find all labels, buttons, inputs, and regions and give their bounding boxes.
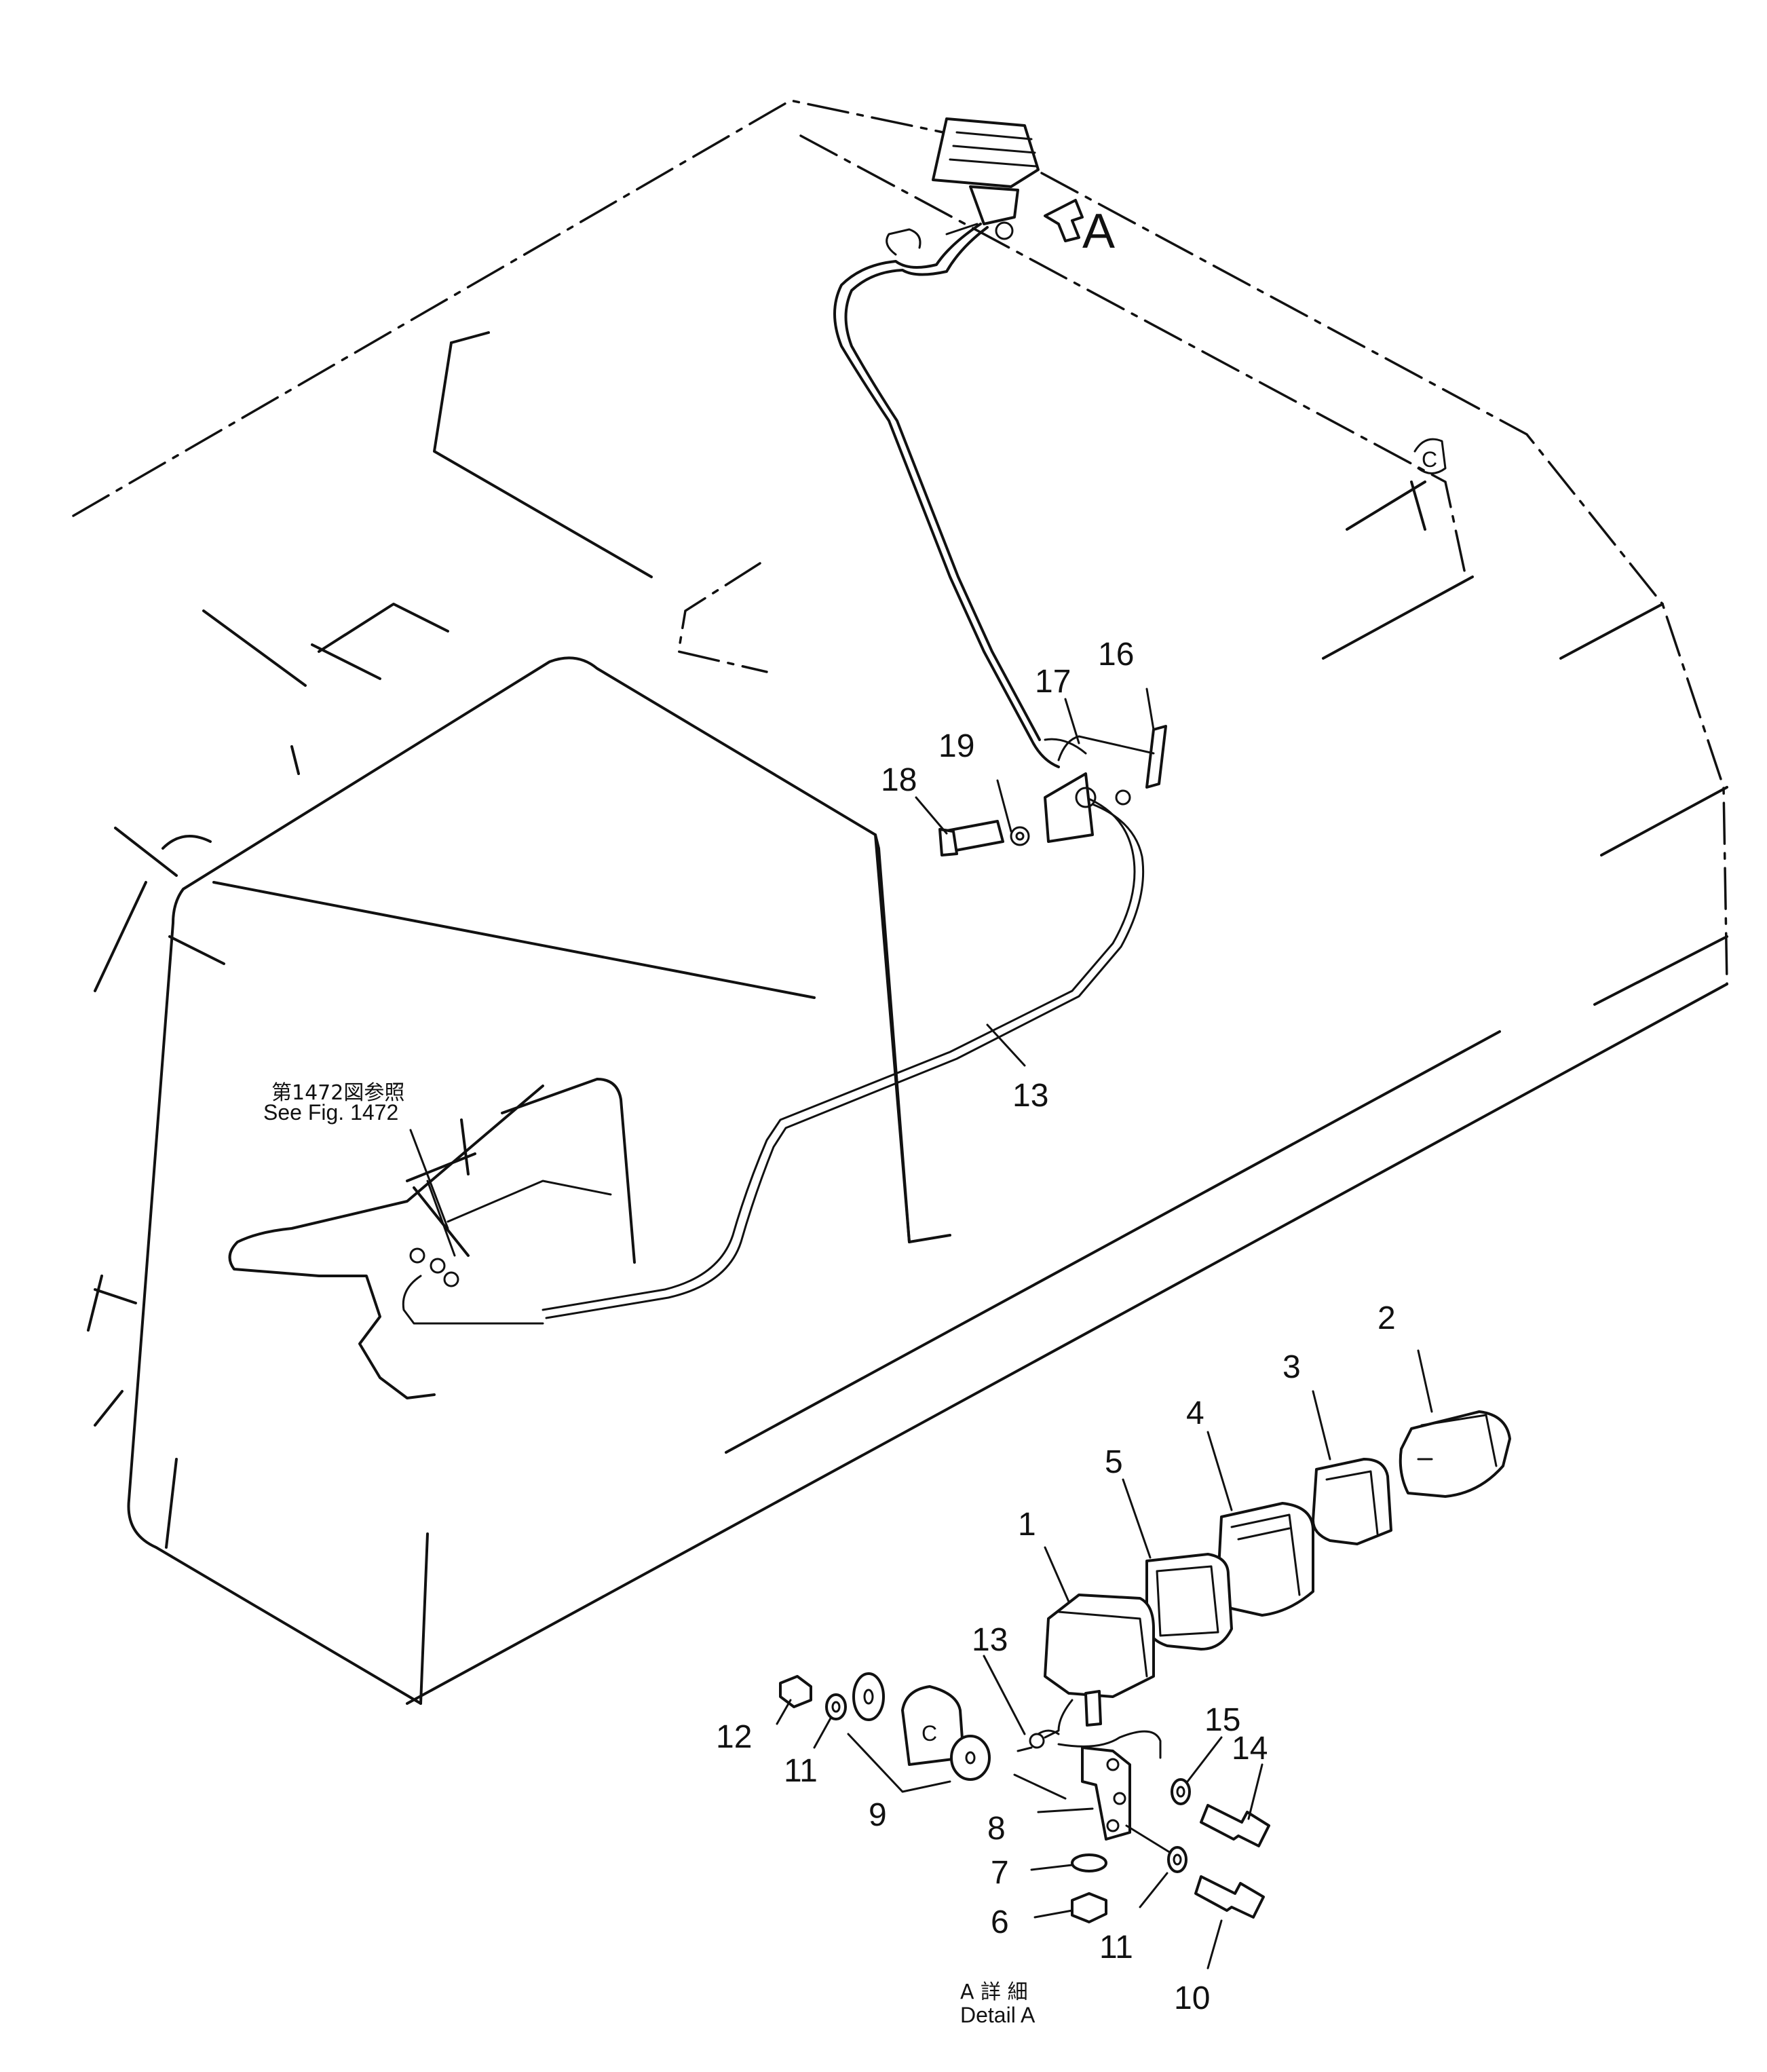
part-12-nut	[779, 1675, 812, 1708]
part-10-bolt	[1194, 1875, 1265, 1919]
installed-work-lamp: A	[932, 117, 1115, 259]
detail-caption-en: Detail A	[960, 2003, 1036, 2027]
label-part-13-detail: 13	[972, 1622, 1008, 1658]
part-2-cover	[1399, 1410, 1511, 1498]
part-14-bolt	[1200, 1804, 1270, 1847]
part-1-lamp-body	[1044, 1594, 1155, 1698]
label-part-8-left: 8	[987, 1811, 1006, 1847]
leader-lines	[409, 687, 1433, 1970]
detail-a-parts: C	[779, 1410, 1511, 1923]
reference-label-jp: 第1472図参照	[271, 1081, 404, 1105]
label-part-12: 12	[716, 1719, 752, 1755]
part-6-nut	[1071, 1892, 1107, 1923]
detail-caption: A 詳 細 Detail A	[960, 1980, 1036, 2027]
label-part-6: 6	[991, 1904, 1009, 1940]
machine-outline	[72, 99, 1728, 1705]
label-part-15: 15	[1204, 1702, 1240, 1738]
label-part-5: 5	[1105, 1444, 1123, 1480]
label-part-2: 2	[1378, 1300, 1396, 1336]
part-3-gasket	[1312, 1458, 1392, 1545]
label-part-9: 9	[869, 1797, 887, 1833]
label-part-18: 18	[881, 762, 917, 798]
label-part-13-harness: 13	[1012, 1078, 1048, 1114]
counterweight-mark-label: C	[1422, 447, 1437, 472]
harness-clamp-assembly	[938, 725, 1167, 856]
label-part-16: 16	[1098, 637, 1134, 673]
spacer-mark-label: C	[922, 1721, 937, 1746]
label-part-7: 7	[991, 1855, 1009, 1891]
label-part-4: 4	[1186, 1395, 1204, 1431]
label-part-19: 19	[938, 728, 974, 764]
part-8-bracket	[1081, 1746, 1131, 1841]
engine-area: 第1472図参照 See Fig. 1472	[228, 1078, 636, 1399]
label-part-14: 14	[1232, 1731, 1268, 1767]
label-part-3: 3	[1282, 1349, 1301, 1385]
part-number-labels: 16 17 19 18 13 2 3 4 5 1 13 12 11 9 15 1…	[716, 637, 1396, 2016]
label-part-11-upper: 11	[784, 1753, 818, 1789]
detail-caption-jp: A 詳 細	[960, 1980, 1028, 2004]
counterweight-mark: C	[1413, 438, 1447, 474]
wiring-harness	[542, 223, 1145, 1319]
part-9-spacer	[901, 1685, 965, 1766]
label-part-11-lower: 11	[1099, 1929, 1133, 1965]
label-part-1: 1	[1018, 1507, 1036, 1543]
label-part-10: 10	[1174, 1980, 1210, 2016]
reference-label-en: See Fig. 1472	[263, 1100, 398, 1125]
detail-callout-a: A	[1082, 204, 1115, 259]
label-part-17: 17	[1035, 664, 1071, 700]
